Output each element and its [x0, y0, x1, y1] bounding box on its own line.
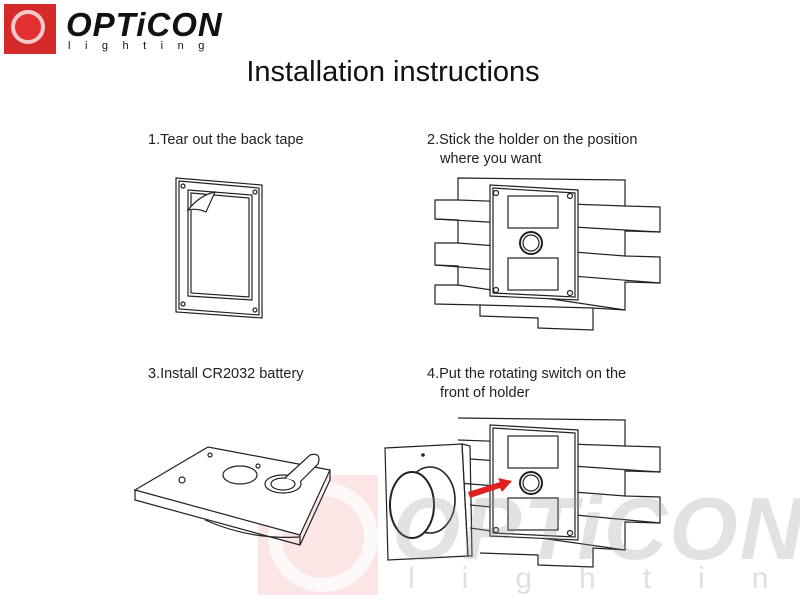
step-2-text-line2: where you want [440, 151, 542, 167]
red-arrow-icon [468, 478, 512, 498]
page-title: Installation instructions [246, 56, 540, 88]
step-2-wall-illustration [434, 177, 661, 331]
step-4-caption: 4.Put the rotating switch on the front o… [427, 365, 626, 403]
watermark-subtitle: lighting [408, 562, 800, 595]
step-4-text-line1: 4.Put the rotating switch on the [427, 366, 627, 382]
step-1-holder-illustration [175, 177, 263, 319]
logo-subtitle: lighting [68, 40, 219, 52]
watermark-name: OPTiCON [392, 479, 800, 578]
step-2-caption: 2.Stick the holder on the position where… [427, 131, 637, 169]
step-3-text: 3.Install CR2032 battery [148, 366, 304, 382]
step-2-text-line1: 2.Stick the holder on the position [427, 132, 638, 148]
step-3-caption: 3.Install CR2032 battery [148, 365, 304, 384]
step-4-switch-illustration [384, 417, 661, 568]
step-4-text-line2: front of holder [440, 385, 530, 401]
logo-ring-icon [11, 10, 45, 44]
step-1-caption: 1.Tear out the back tape [148, 131, 304, 150]
step-1-text: 1.Tear out the back tape [148, 132, 304, 148]
logo-name: OPTiCON [66, 6, 223, 43]
step-3-battery-illustration [133, 446, 331, 546]
